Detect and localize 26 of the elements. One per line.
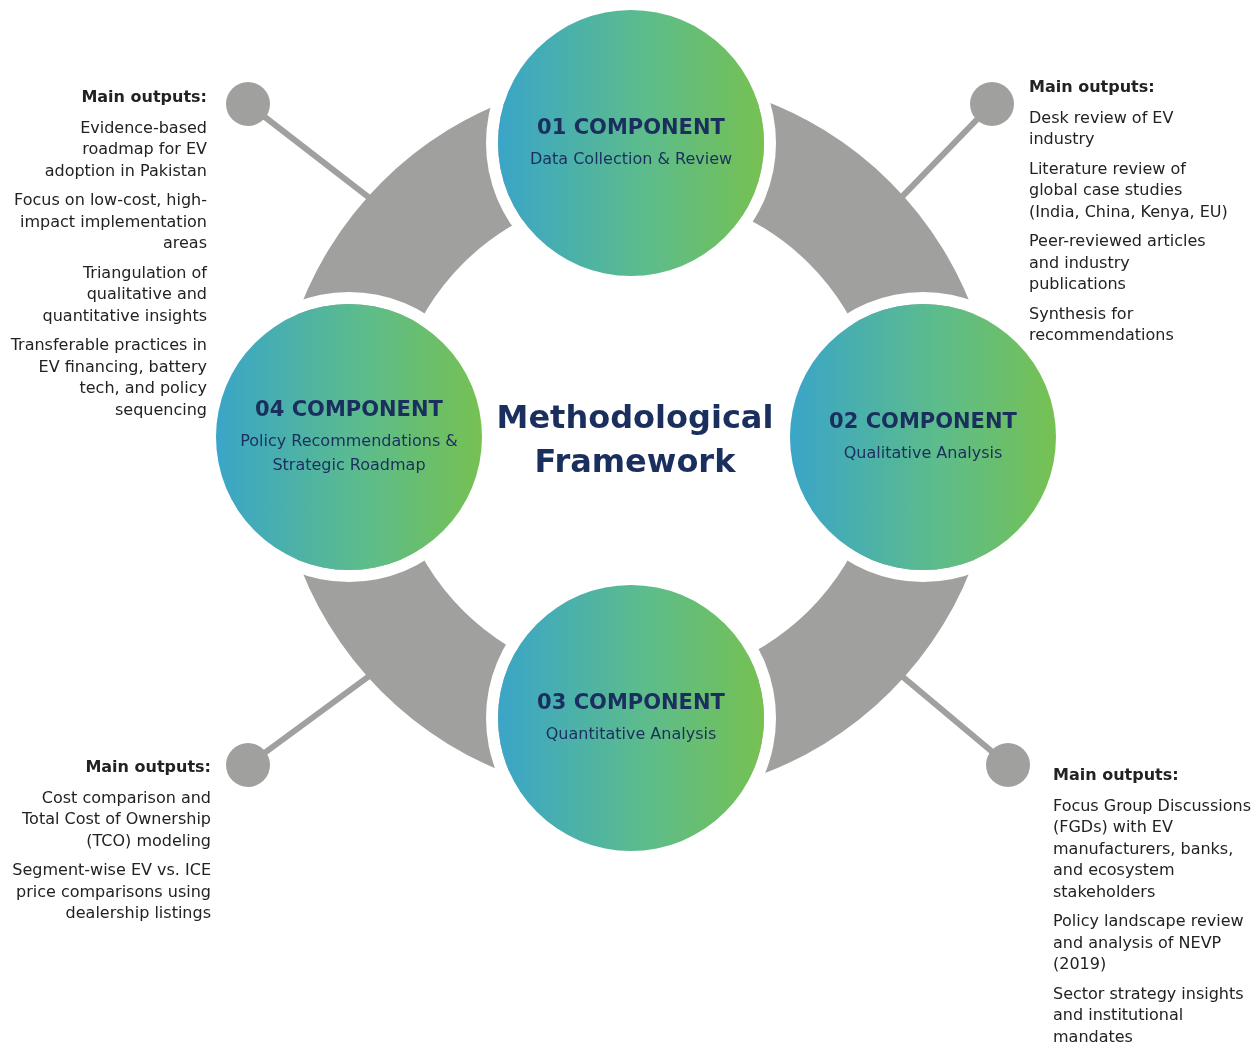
output-item: Policy landscape review and analysis of NEVP (2019): [1053, 910, 1245, 975]
outputs-heading: Main outputs:: [1053, 764, 1180, 786]
outputs-heading: Main outputs:: [84, 756, 211, 778]
output-item: Cost comparison and Total Cost of Ownership (TCO) modeling: [21, 786, 211, 851]
output-item: Literature review of global case studies (India, China, Kenya, EU): [1029, 157, 1229, 222]
diagram-title: Methodological Framework: [495, 397, 775, 482]
outputs-heading: Main outputs:: [1029, 76, 1156, 98]
outputs-heading: Main outputs:: [80, 86, 207, 108]
component-heading: 03 COMPONENT: [537, 690, 725, 714]
output-item: Sector strategy insights and institutional mandates: [1053, 982, 1245, 1047]
output-item: Synthesis for recommendations: [1029, 302, 1175, 346]
component-subtitle: Policy Recommendations & Strategic Roadmap: [239, 430, 459, 476]
output-item: Transferable practices in EV financing, battery tech, and policy sequencing: [9, 334, 207, 420]
component-subtitle: Quantitative Analysis: [544, 723, 718, 745]
component-heading: 02 COMPONENT: [829, 409, 1017, 433]
component-heading: 04 COMPONENT: [255, 397, 443, 421]
output-item: Focus on low-cost, high-impact implementation areas: [13, 189, 207, 254]
component-subtitle: Data Collection & Review: [528, 148, 734, 170]
output-item: Focus Group Discussions (FGDs) with EV manufacturers, banks, and ecosystem stakeholders: [1053, 794, 1252, 902]
component-heading: 01 COMPONENT: [537, 115, 725, 139]
output-item: Desk review of EV industry: [1029, 106, 1175, 150]
output-item: Segment-wise EV vs. ICE price comparisons using dealership listings: [11, 859, 211, 924]
output-item: Triangulation of qualitative and quantitative insights: [41, 261, 207, 326]
component-subtitle: Qualitative Analysis: [842, 442, 1004, 464]
output-item: Evidence-based roadmap for EV adoption in Pakistan: [43, 116, 207, 181]
output-item: Peer-reviewed articles and industry publications: [1029, 230, 1207, 295]
